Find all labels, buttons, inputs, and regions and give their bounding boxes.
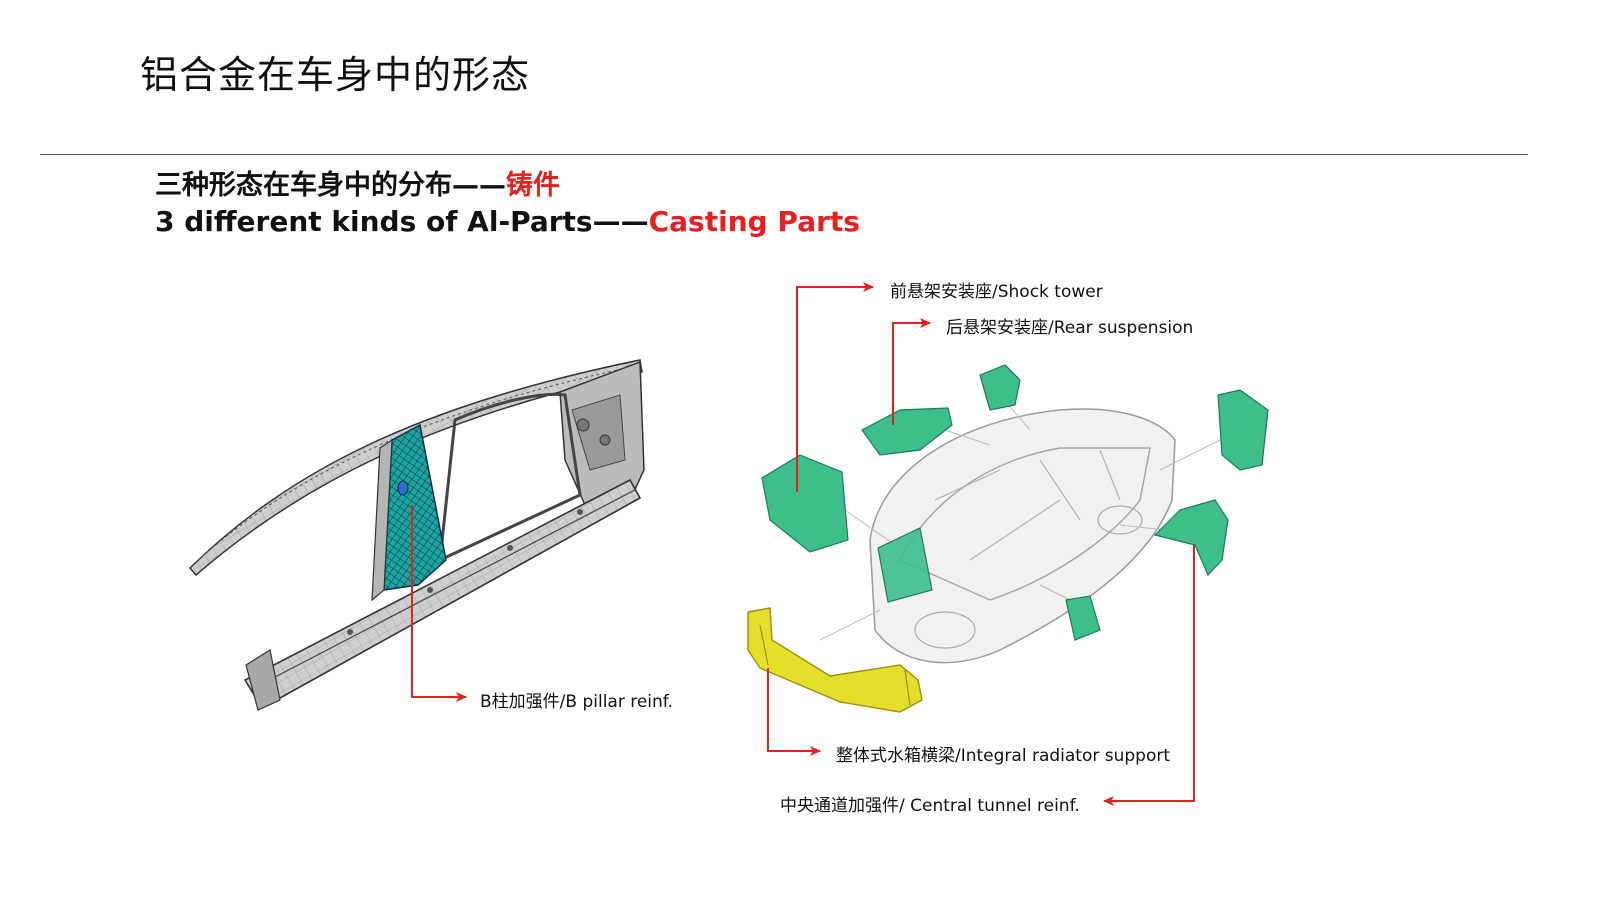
- radiator-support-part: [747, 607, 923, 713]
- title-divider: [40, 154, 1528, 155]
- rear-suspension-part: [861, 407, 953, 456]
- callout-central-tunnel: 中央通道加强件/ Central tunnel reinf.: [780, 796, 1080, 816]
- callout-radiator-support: 整体式水箱横梁/Integral radiator support: [836, 746, 1171, 766]
- body-side-frame-illustration: [188, 359, 645, 711]
- heading-en-prefix: 3 different kinds of Al-Parts——: [155, 205, 649, 238]
- section-heading: 三种形态在车身中的分布——铸件 3 different kinds of Al-…: [155, 168, 860, 240]
- heading-en: 3 different kinds of Al-Parts——Casting P…: [155, 204, 860, 240]
- callout-rear-suspension: 后悬架安装座/Rear suspension: [946, 318, 1194, 338]
- heading-zh-prefix: 三种形态在车身中的分布——: [155, 170, 506, 201]
- callout-b-pillar: B柱加强件/B pillar reinf.: [480, 692, 673, 712]
- heading-zh-highlight: 铸件: [506, 170, 560, 201]
- vehicle-exploded-illustration: [747, 364, 1269, 713]
- callout-shock-tower: 前悬架安装座/Shock tower: [890, 282, 1103, 302]
- heading-zh: 三种形态在车身中的分布——铸件: [155, 168, 860, 204]
- heading-en-highlight: Casting Parts: [648, 205, 860, 238]
- slide-title: 铝合金在车身中的形态: [140, 53, 531, 97]
- shock-tower-part: [761, 454, 849, 553]
- callout-arrows: [411, 282, 1195, 806]
